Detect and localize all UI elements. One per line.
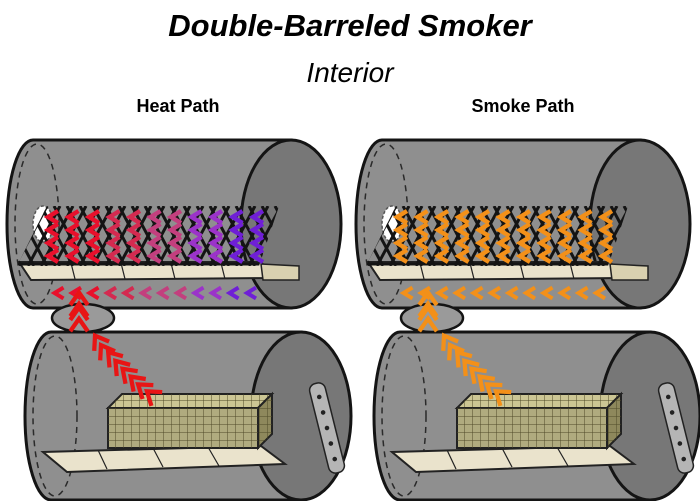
heat-path-panel	[0, 140, 351, 500]
heat-arrows	[43, 209, 265, 407]
smoke-path-panel	[312, 140, 700, 500]
page-title: Double-Barreled Smoker	[168, 8, 533, 43]
smoke-path-label: Smoke Path	[471, 96, 574, 116]
page-subtitle: Interior	[306, 57, 395, 88]
smoke-arrows	[392, 209, 614, 407]
heat-path-label: Heat Path	[136, 96, 219, 116]
